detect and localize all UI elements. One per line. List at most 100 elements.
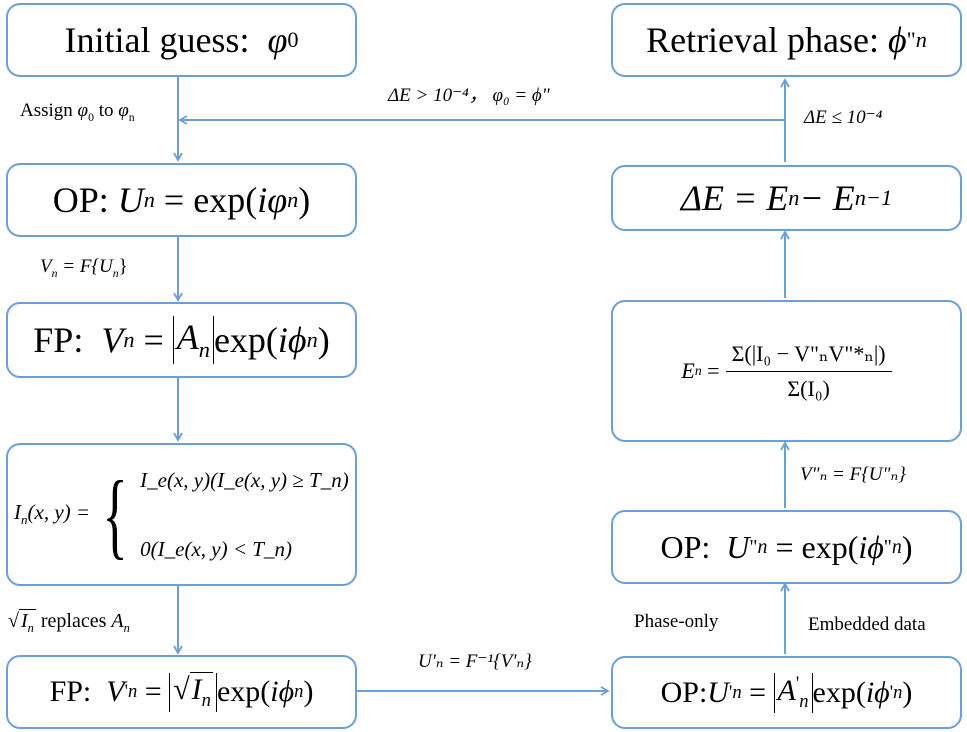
opp-arg: iϕ (865, 675, 890, 709)
delta-mid: − E (799, 178, 855, 218)
fft-rhs-sub: n (112, 266, 119, 280)
fp-vn-lhs-sub: n (123, 327, 135, 352)
initial-guess-label: Initial guess: (64, 20, 250, 60)
fp-vn-rhs: exp( (213, 320, 278, 360)
delta-lhs-sub: n (788, 185, 800, 210)
fpp-lhs-mark: ' (124, 681, 128, 702)
replace-root-var: I (20, 610, 28, 632)
fft-forward-label: Vn = F{Un} (40, 256, 128, 281)
fpp-rhs: exp( (216, 675, 271, 708)
replace-text: replaces (40, 610, 107, 632)
fpp-arg: iϕ (270, 675, 295, 708)
opp-lhs-mark: ' (728, 681, 733, 703)
opp-arg-sub: n (893, 681, 903, 703)
replace-var: A (111, 610, 124, 632)
fp-prefix: FP: (33, 320, 84, 360)
error-fraction: Σ(|I₀ − V"ₙV"*ₙ|) Σ(I₀) (725, 341, 892, 402)
fpp-abs: √In (169, 671, 217, 712)
threshold-box: In(x, y) = { I_e(x, y)(I_e(x, y) ≥ T_n) … (6, 443, 357, 586)
fpp-close: ) (303, 675, 314, 708)
op-un-close: ) (298, 180, 311, 220)
fp-vn-arg-sub: n (306, 327, 318, 352)
threshold-cases: I_e(x, y)(I_e(x, y) ≥ T_n) 0(I_e(x, y) <… (140, 468, 349, 562)
stop-condition-label: ΔE ≤ 10⁻⁴ (804, 107, 883, 128)
replace-root-sub: n (27, 621, 34, 635)
embedded-data-label: Embedded data (808, 614, 926, 635)
fp-vn-arg: iϕ (277, 320, 307, 360)
opd-eq: = exp( (775, 528, 859, 565)
opp-abs-mark: ' (795, 672, 800, 694)
replace-label: √In replaces An (8, 609, 130, 635)
fp-vn-close: ) (317, 320, 330, 360)
fpp-eq: = (144, 675, 162, 708)
op-un-lhs: U (117, 180, 144, 220)
fpp-lhs: V (106, 675, 125, 708)
retrieval-label: Retrieval phase: (646, 20, 879, 60)
opp-abs-var: A (777, 673, 796, 707)
initial-guess-sub: 0 (287, 27, 299, 52)
error-lhs: E (681, 358, 695, 383)
replace-var-sub: n (123, 621, 130, 635)
op-un-lhs-sub: n (143, 187, 155, 212)
op-un-dprime-box: OP: U"n = exp(iϕ"n) (611, 510, 962, 584)
fft-rhs: = F{U (62, 256, 113, 277)
fp-vn-eq: = (143, 320, 164, 360)
fft-forward-2-label: V"ₙ = F{U"ₙ} (800, 464, 906, 485)
fp-vn-abs-sub: n (198, 337, 210, 363)
fpp-sqrt-sub: n (201, 689, 211, 711)
replace-root: In (18, 609, 36, 635)
assign-text-2: to (98, 100, 114, 121)
threshold-case-2: 0(I_e(x, y) < T_n) (140, 536, 292, 561)
assign-label: Assign φ0 to φn (20, 100, 135, 125)
opd-arg-sub: n (891, 535, 902, 558)
threshold-lhs: I (14, 500, 21, 525)
retrieval-symbol: ϕ (888, 20, 907, 60)
fft-lhs-sub: n (51, 266, 58, 280)
retrieval-sup: " (906, 27, 916, 52)
opd-prefix: OP: (660, 528, 711, 565)
brace-icon: { (102, 460, 128, 568)
opp-arg-mark: ' (889, 681, 894, 703)
opd-close: ) (901, 528, 913, 565)
opp-abs: A'n (773, 672, 813, 713)
opp-lhs: U (707, 675, 729, 709)
fp-vn-lhs: V (101, 320, 124, 360)
assign-text-1: Assign (20, 100, 73, 121)
opp-prefix: OP: (660, 675, 708, 709)
error-numerator: Σ(|I₀ − V"ₙV"*ₙ|) (725, 341, 892, 372)
assign-var-2: φ (118, 100, 129, 121)
error-denominator: Σ(I₀) (787, 375, 830, 401)
opd-lhs: U (726, 528, 750, 565)
opd-lhs-sub: n (757, 535, 768, 558)
opp-rhs: exp( (812, 675, 866, 709)
op-un-prime-box: OP: U'n = A'n exp(iϕ'n) (611, 656, 962, 729)
error-lhs-sub: n (694, 363, 702, 378)
fpp-prefix: FP: (49, 675, 92, 708)
phase-only-label: Phase-only (634, 611, 719, 632)
op-un-arg: iφ (257, 180, 288, 220)
fp-vn-abs-var: A (176, 317, 199, 358)
op-un-rhs: = exp( (163, 180, 258, 220)
op-prefix: OP: (52, 180, 109, 220)
op-un-arg-sub: n (287, 187, 299, 212)
fpp-lhs-sub: n (127, 681, 138, 702)
fp-vn-abs: An (172, 316, 214, 364)
threshold-lhs-args: (x, y) = (27, 500, 91, 525)
threshold-lhs-sub: n (21, 512, 28, 528)
opp-close: ) (902, 675, 913, 709)
initial-guess-symbol: φ (267, 20, 288, 60)
delta-mid-sub: n−1 (854, 185, 893, 210)
loop-condition-label: ΔE > 10⁻⁴， φ₀ = ϕ" (388, 85, 550, 106)
opp-abs-sub: n (799, 690, 809, 712)
error-eq: = (707, 358, 720, 383)
opd-arg-mark: " (883, 535, 892, 558)
opd-arg: iϕ (858, 528, 884, 565)
fft-close: } (118, 256, 128, 277)
